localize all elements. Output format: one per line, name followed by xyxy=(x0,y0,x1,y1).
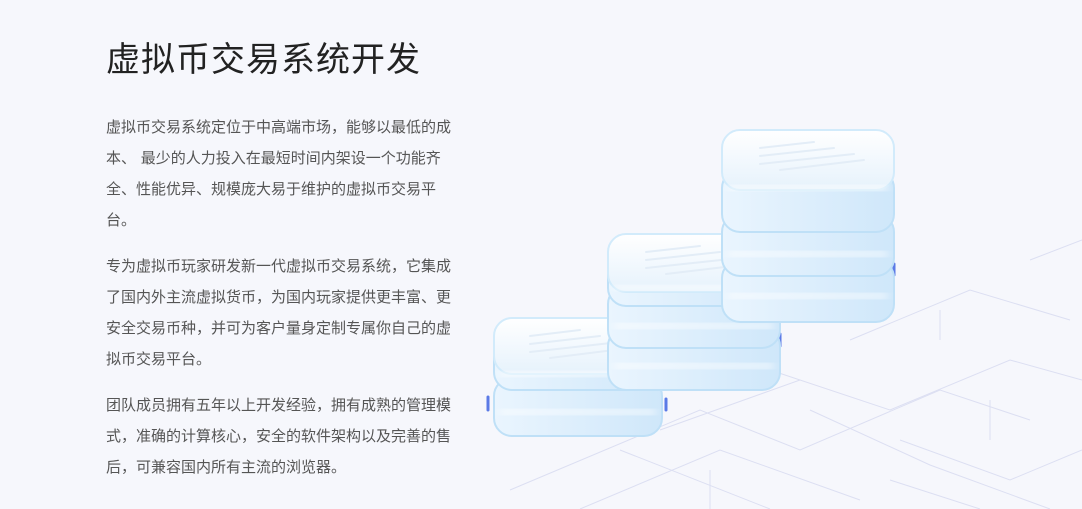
intro-paragraph-3: 团队成员拥有五年以上开发经验，拥有成熟的管理模式，准确的计算核心，安全的软件架构… xyxy=(106,396,452,476)
intro-section: 虚拟币交易系统开发 虚拟币交易系统定位于中高端市场，能够以最低的成本、 最少的人… xyxy=(106,36,456,483)
page-title: 虚拟币交易系统开发 xyxy=(106,40,421,80)
server-stack-icon xyxy=(486,129,1082,509)
background-grid xyxy=(509,239,1082,509)
intro-paragraph-1: 虚拟币交易系统定位于中高端市场，能够以最低的成本、 最少的人力投入在最短时间内架… xyxy=(106,118,452,229)
intro-paragraph-2: 专为虚拟币玩家研发新一代虚拟币交易系统，它集成了国内外主流虚拟货币，为国内玩家提… xyxy=(106,257,452,368)
server-stack-large xyxy=(721,129,895,323)
server-stack-illustration xyxy=(470,110,1082,509)
